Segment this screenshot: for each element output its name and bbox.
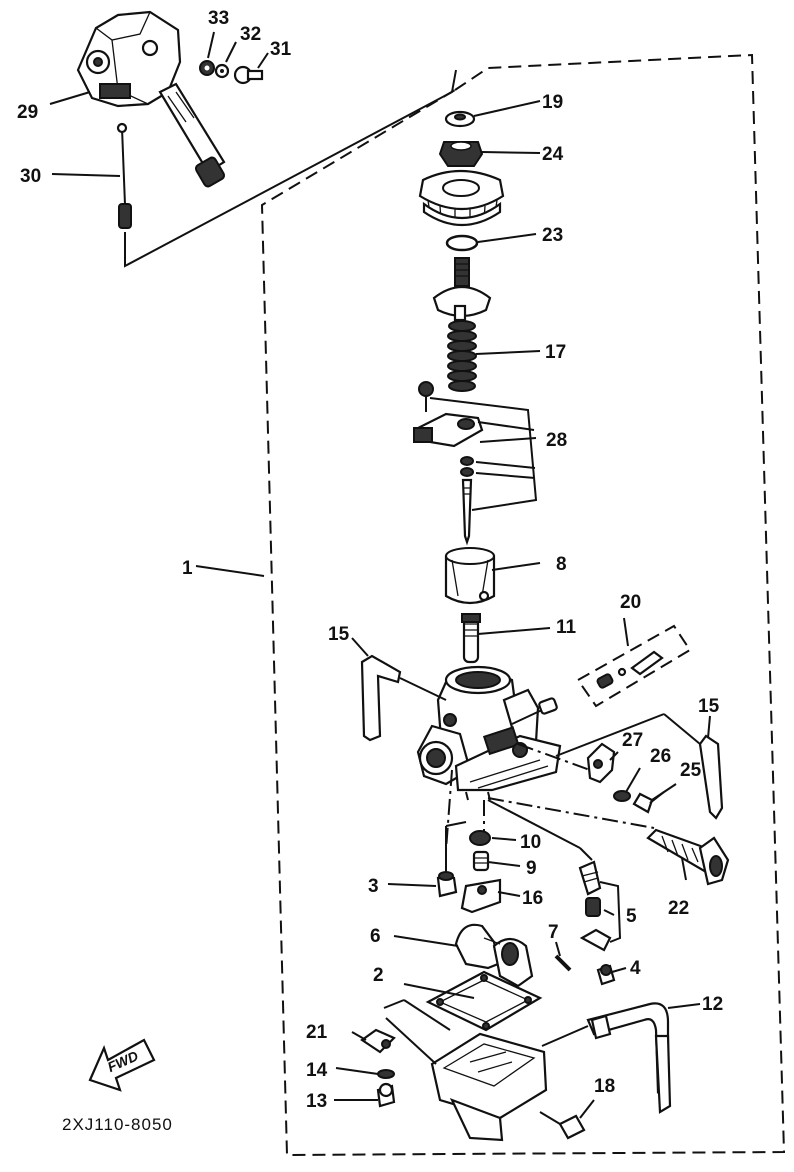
- hose-15-left: [360, 654, 447, 742]
- callout-18: 18: [594, 1076, 615, 1097]
- throttle-housing-29: [76, 10, 226, 188]
- callout-14: 14: [306, 1060, 328, 1081]
- main-jet-5: [487, 799, 622, 952]
- needle-jet-11: [461, 613, 481, 664]
- callout-24: 24: [542, 144, 564, 165]
- callout-11: 11: [556, 617, 577, 638]
- figure-code: 2XJ110-8050: [62, 1115, 173, 1134]
- callout-15-right: 15: [698, 696, 720, 717]
- pilot-screw-set-20: [577, 617, 692, 708]
- callout-26: 26: [650, 746, 671, 767]
- callout-22: 22: [668, 898, 689, 919]
- callout-5: 5: [626, 906, 637, 927]
- callout-7: 7: [548, 922, 559, 943]
- callout-8: 8: [556, 554, 567, 575]
- callout-31: 31: [270, 39, 292, 60]
- callout-30: 30: [20, 166, 41, 187]
- jets-group: [436, 821, 502, 914]
- callout-33: 33: [208, 8, 229, 29]
- callout-13: 13: [306, 1091, 327, 1112]
- plug: [511, 697, 558, 725]
- callout-12: 12: [702, 994, 723, 1015]
- callout-2: 2: [373, 965, 384, 986]
- fwd-arrow: FWD: [88, 1038, 156, 1092]
- float-6: [454, 923, 534, 988]
- callout-29: 29: [17, 102, 38, 123]
- callout-17: 17: [545, 342, 566, 363]
- throttle-valve-8: [444, 547, 496, 605]
- callout-10: 10: [520, 832, 541, 853]
- float-pin-7: [554, 954, 572, 972]
- callouts: 1 2 3 4 5 6 7 8 9 10 11 12 13 14 15 15 1…: [17, 8, 723, 1112]
- float-bowl: [383, 999, 548, 1142]
- assembly-boundary: [260, 53, 786, 1157]
- callout-19: 19: [542, 92, 563, 113]
- screw-18: [539, 1111, 586, 1140]
- callout-1: 1: [182, 558, 193, 579]
- bracket-hardware: [360, 1028, 396, 1108]
- callout-32: 32: [240, 24, 261, 45]
- small-hardware-31-33: [199, 60, 264, 85]
- screw-4: [596, 964, 616, 986]
- callout-9: 9: [526, 858, 537, 879]
- callout-6: 6: [370, 926, 381, 947]
- callout-3: 3: [368, 876, 379, 897]
- throttle-stop-parts: [586, 742, 665, 814]
- gasket-2: [425, 970, 543, 1032]
- callout-16: 16: [522, 888, 543, 909]
- callout-21: 21: [306, 1022, 328, 1043]
- drain-hose-12: [541, 1002, 672, 1114]
- carburetor-body: [416, 665, 562, 801]
- cable-link-line: [124, 69, 457, 268]
- callout-27: 27: [622, 730, 643, 751]
- callout-4: 4: [630, 958, 641, 979]
- needle-set-28: [413, 381, 538, 546]
- cable-30: [116, 122, 132, 229]
- hose-15-right: [555, 713, 724, 820]
- callout-23: 23: [542, 225, 563, 246]
- callout-15-left: 15: [328, 624, 350, 645]
- callout-28: 28: [546, 430, 567, 451]
- top-part-stack: [418, 110, 505, 392]
- pilot-screw-22: [646, 828, 730, 886]
- leader-lines: [49, 31, 711, 1119]
- callout-20: 20: [620, 592, 641, 613]
- callout-25: 25: [680, 760, 702, 781]
